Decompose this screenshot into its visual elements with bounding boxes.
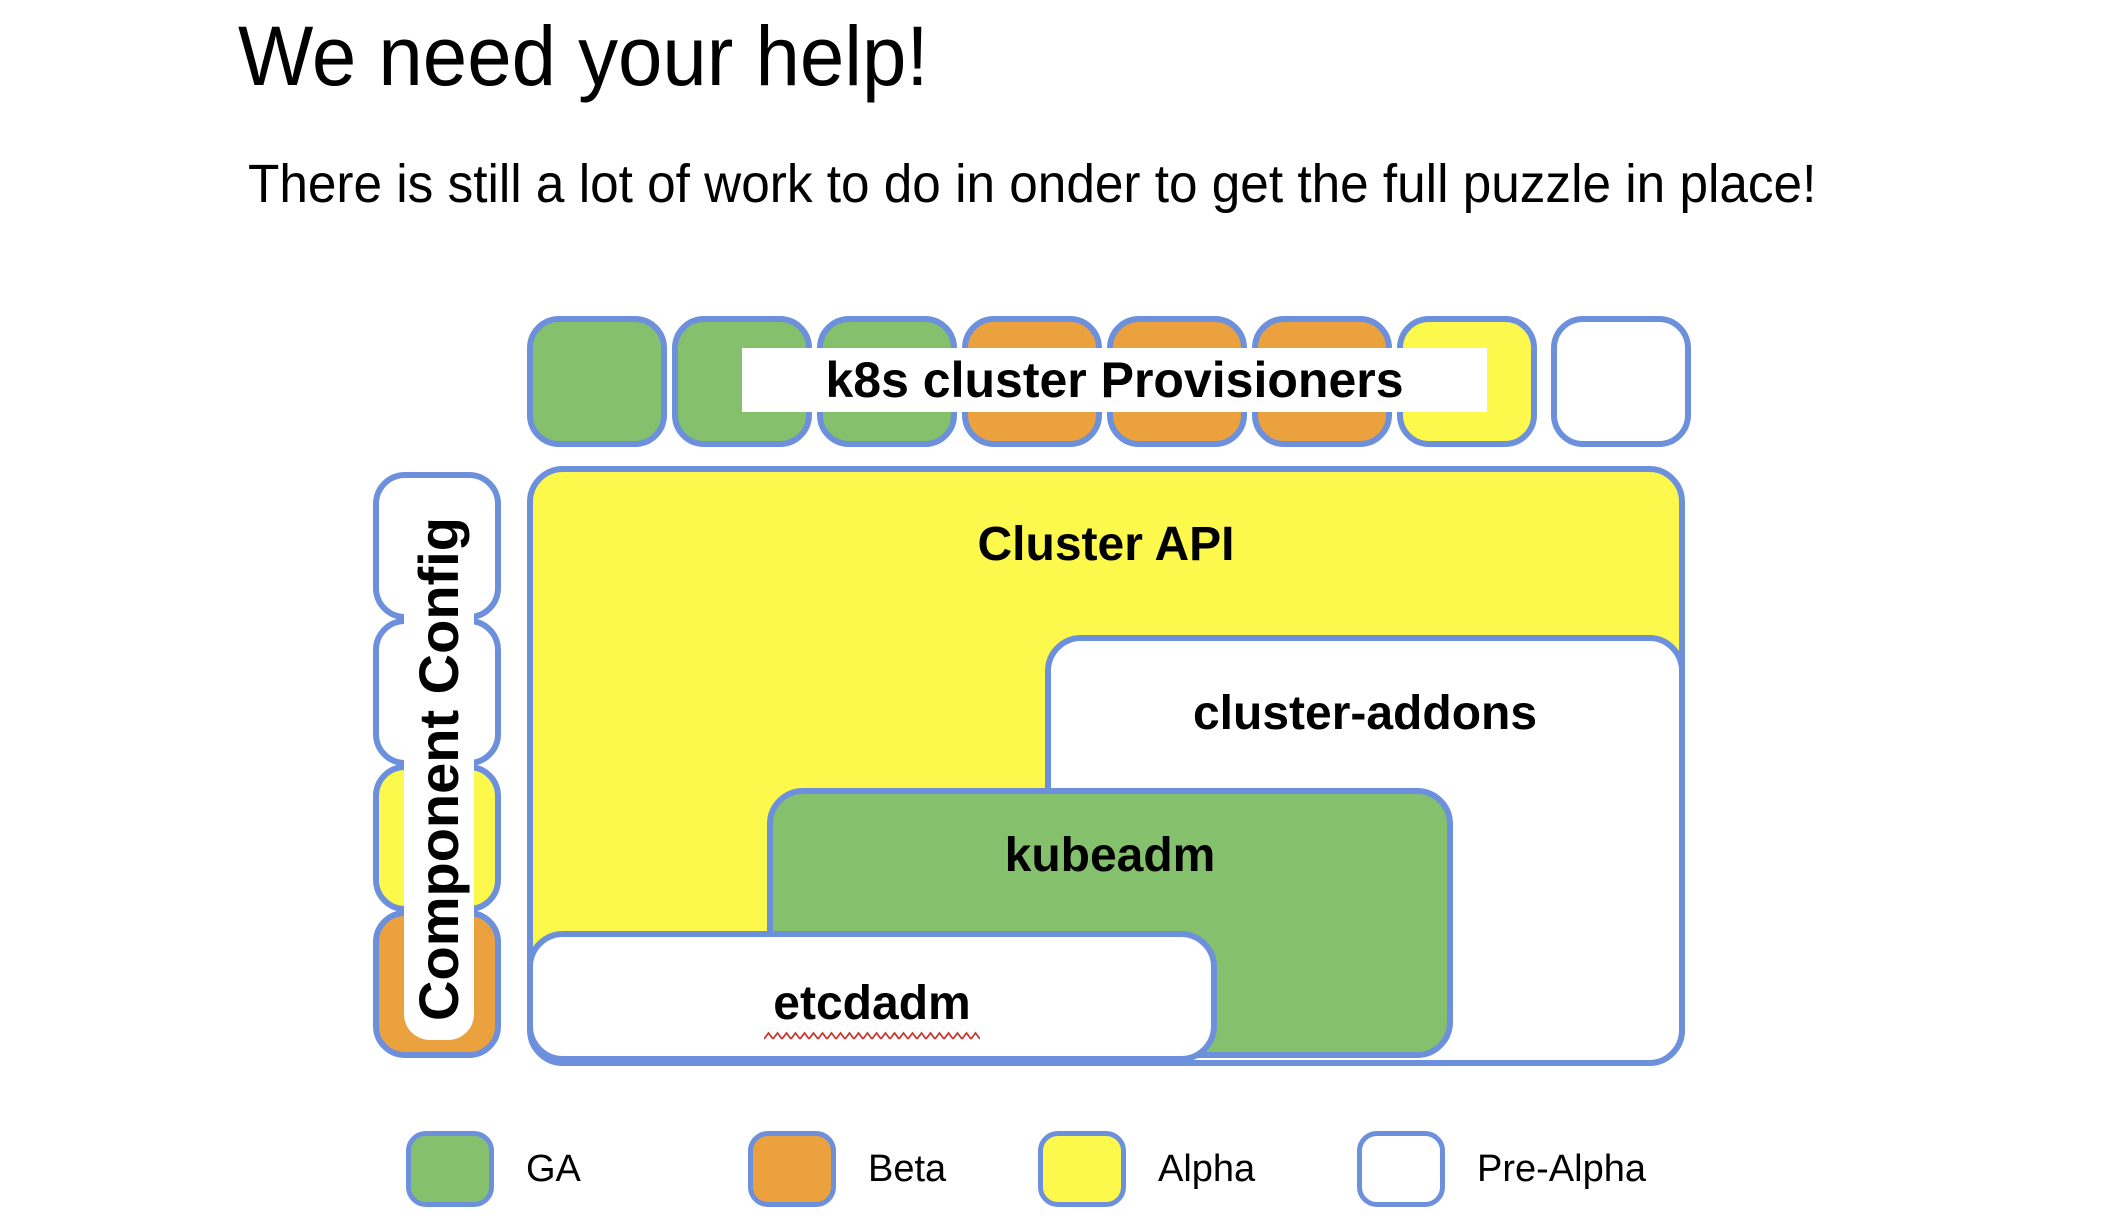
page-subtitle: There is still a lot of work to do in on… [248,152,1899,217]
spellcheck-squiggle-icon [764,1031,980,1041]
page-title-text: We need your help! [238,9,929,103]
provisioners-row-label: k8s cluster Provisioners [742,348,1487,412]
provisioner-piece-8 [1551,316,1691,447]
legend-item-prealpha: Pre-Alpha [1357,1131,1646,1207]
legend-swatch-prealpha [1357,1131,1445,1207]
etcdadm-box: etcdadm [527,931,1217,1062]
legend-swatch-ga [406,1131,494,1207]
legend-item-ga: GA [406,1131,581,1207]
legend-label-beta: Beta [868,1147,947,1190]
provisioner-piece-1 [527,316,667,447]
etcdadm-label: etcdadm [773,977,971,1030]
legend-label-ga: GA [526,1147,581,1190]
page-title: We need your help! [238,8,965,105]
legend-item-beta: Beta [748,1131,946,1207]
legend-item-alpha: Alpha [1038,1131,1255,1207]
legend-swatch-alpha [1038,1131,1126,1207]
legend-swatch-beta [748,1131,836,1207]
component-config-label-box: Component Config [404,498,474,1040]
cluster-addons-label: cluster-addons [1192,687,1538,740]
cluster-api-label: Cluster API [977,518,1235,571]
legend-label-prealpha: Pre-Alpha [1477,1147,1646,1190]
legend-label-alpha: Alpha [1158,1147,1256,1190]
page-subtitle-text: There is still a lot of work to do in on… [248,154,1817,214]
component-config-label: Component Config [407,517,470,1021]
kubeadm-label: kubeadm [1004,829,1216,882]
